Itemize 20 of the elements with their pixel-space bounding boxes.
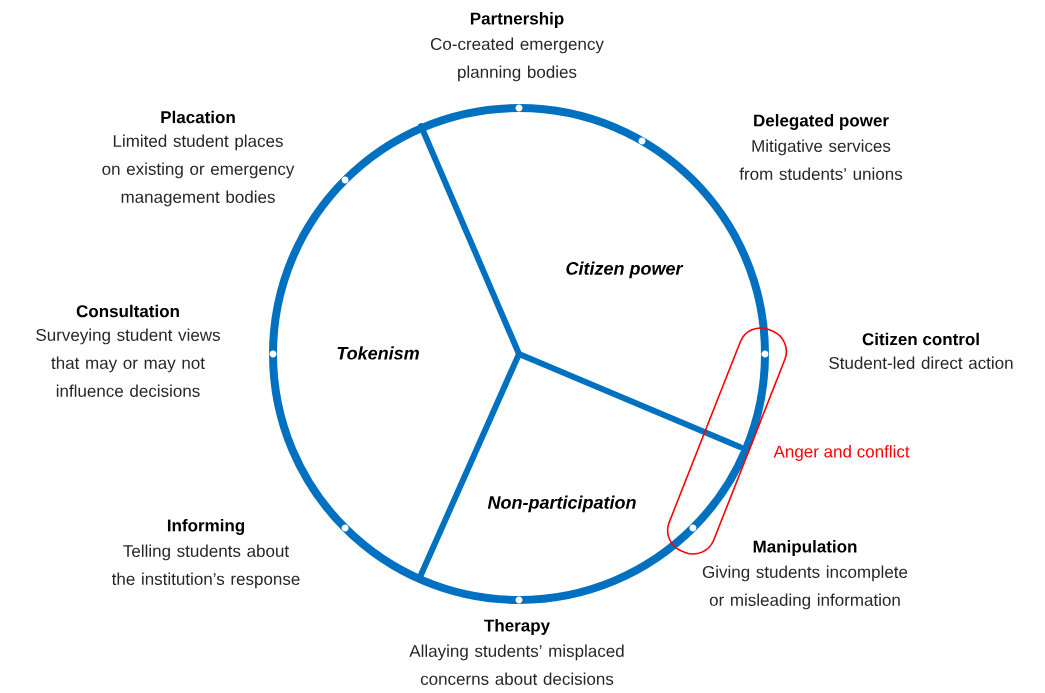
rung-title: Partnership	[470, 12, 564, 28]
rung-title: Therapy	[484, 619, 550, 635]
region-label: Tokenism	[337, 346, 419, 360]
region-label: Citizen power	[566, 261, 684, 279]
rung-description: Telling students about the institution’s response	[111, 544, 300, 589]
rung-description: Limited student places on existing or emergency management bodies	[102, 134, 295, 207]
rung-title: Placation	[161, 110, 235, 124]
rung-title: Delegated power	[754, 114, 889, 130]
rung-title: Manipulation	[753, 540, 857, 556]
rung-description: Allaying students’ misplaced concerns about decisions	[409, 644, 624, 685]
rung-title: Consultation	[76, 304, 179, 318]
rung-description: Mitigative services from students’ unions	[739, 139, 903, 180]
region-label: Non-participation	[487, 495, 636, 513]
rung-description: Giving students incomplete or misleading information	[702, 565, 908, 610]
rung-description: Co-created emergency planning bodies	[430, 37, 604, 82]
rung-description: Surveying student views that may or may not influence decisions	[36, 328, 220, 397]
rung-title: Citizen control	[862, 332, 979, 346]
annotation-text: Anger and conflict	[773, 445, 910, 461]
rung-title: Informing	[167, 519, 245, 535]
rung-description: Student-led direct action	[829, 356, 1013, 369]
